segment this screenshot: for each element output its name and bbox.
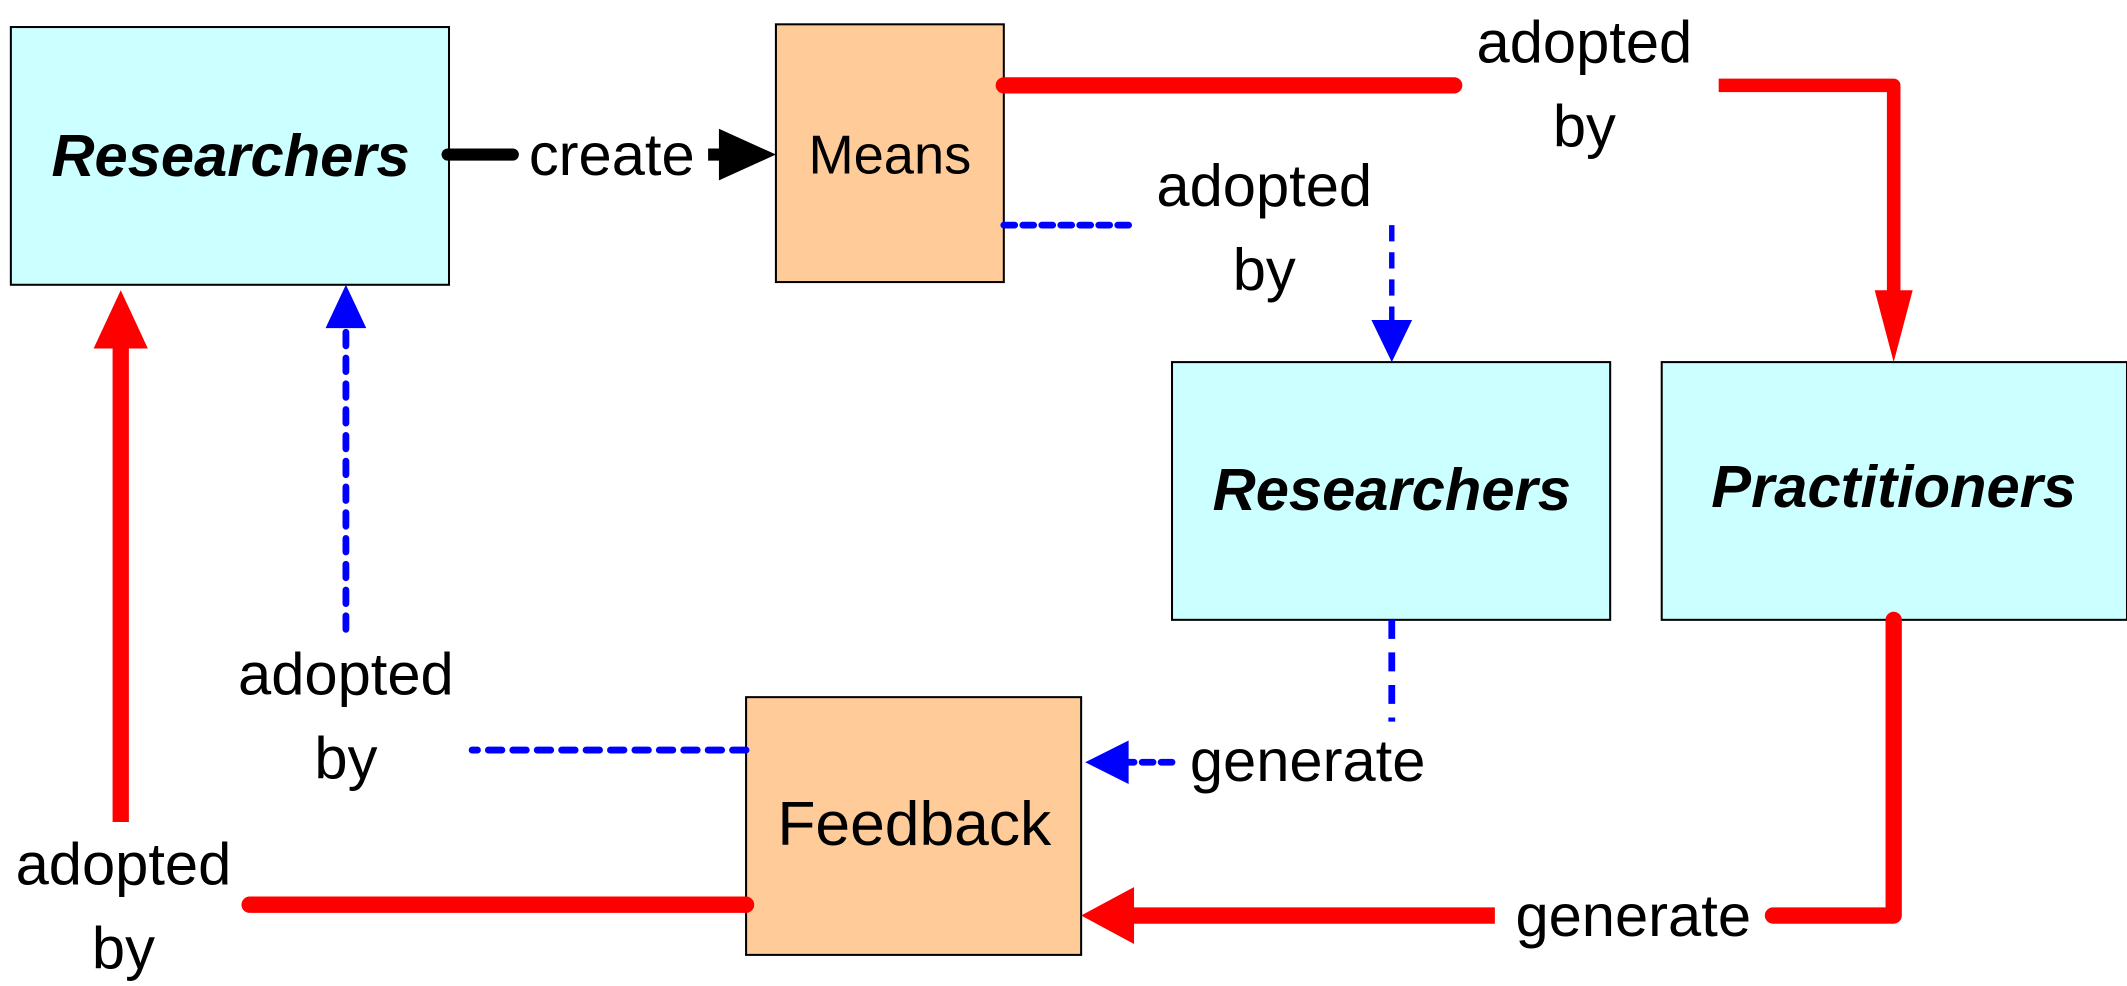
node-label: Feedback <box>777 790 1052 859</box>
edge-label-line1: adopted <box>1156 152 1372 219</box>
edge-line <box>1718 78 1901 302</box>
edge-feedback-to-researchers-red: adopted by <box>16 290 755 981</box>
arrowhead-icon <box>1085 740 1129 784</box>
node-label: Practitioners <box>1711 453 2076 520</box>
edge-label-line2: by <box>1553 92 1616 159</box>
edge-label-line1: adopted <box>238 640 454 707</box>
edge-label: create <box>529 121 695 188</box>
node-researchers-mid: Researchers <box>1171 361 1612 621</box>
arrowhead-icon <box>718 128 776 181</box>
edge-label-line1: adopted <box>1477 8 1693 75</box>
node-label: Means <box>808 126 971 186</box>
node-researchers-top: Researchers <box>9 26 451 286</box>
edge-means-to-researchers: adopted by <box>1000 152 1413 363</box>
edge-label-line2: by <box>1233 236 1296 303</box>
node-label: Researchers <box>1213 456 1571 523</box>
arrowhead-icon <box>1371 320 1413 363</box>
edge-practitioners-generate: generate <box>1081 611 1902 949</box>
node-feedback: Feedback <box>745 696 1083 956</box>
arrowhead-icon <box>325 284 367 329</box>
edge-label-line2: by <box>92 914 155 981</box>
edge-create: create <box>441 121 776 188</box>
arrowhead-icon <box>1081 887 1135 945</box>
edge-label-line1: adopted <box>16 830 232 897</box>
edge-line <box>1764 611 1902 924</box>
edge-feedback-to-researchers-blue: adopted by <box>238 284 750 792</box>
node-means: Means <box>774 23 1005 284</box>
edge-label: generate <box>1190 727 1426 794</box>
edge-label-line2: by <box>314 725 377 792</box>
arrowhead-icon <box>93 290 148 349</box>
node-label: Researchers <box>51 122 409 189</box>
edge-researchers-generate: generate <box>1085 619 1426 794</box>
node-practitioners: Practitioners <box>1660 361 2127 621</box>
edge-means-to-practitioners: adopted by <box>995 8 1913 363</box>
arrowhead-icon <box>1874 290 1913 363</box>
edge-label: generate <box>1515 882 1751 949</box>
